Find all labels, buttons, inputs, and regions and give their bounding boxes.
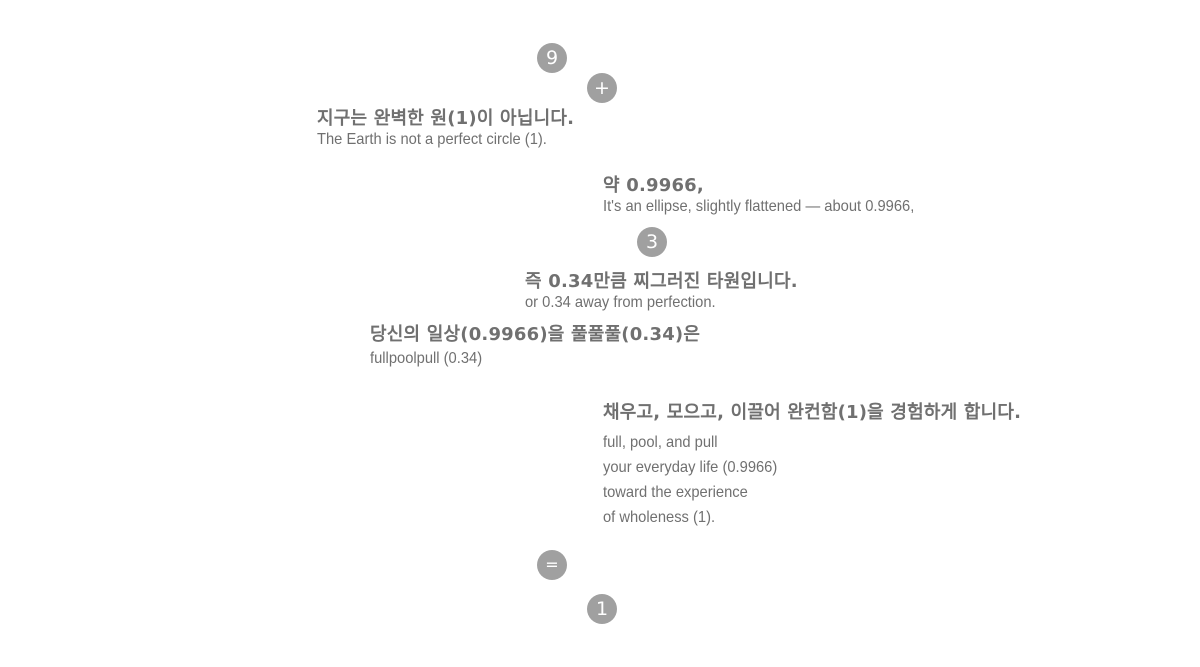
equals-badge: =	[537, 550, 567, 580]
korean-line: 약 0.9966,	[603, 175, 704, 196]
english-line: It's an ellipse, slightly flattened — ab…	[603, 198, 915, 215]
english-line: or 0.34 away from perfection.	[525, 294, 716, 311]
english-line: The Earth is not a perfect circle (1).	[317, 131, 547, 148]
english-line: toward the experience	[603, 484, 748, 501]
plus-badge: +	[587, 73, 617, 103]
number-three-badge: 3	[637, 227, 667, 257]
text-block-wholeness: 채우고, 모으고, 이끌어 완컨함(1)을 경험하게 합니다. full, po…	[603, 402, 1021, 530]
text-block-earth-circle: 지구는 완벽한 원(1)이 아닙니다. The Earth is not a p…	[317, 108, 574, 150]
korean-line: 지구는 완벽한 원(1)이 아닙니다.	[317, 108, 575, 129]
english-line: full, pool, and pull	[603, 434, 718, 451]
number-one-badge: 1	[587, 594, 617, 624]
number-nine-badge: 9	[537, 43, 567, 73]
english-line: of wholeness (1).	[603, 509, 716, 526]
text-block-flattened: 즉 0.34만큼 찌그러진 타원입니다. or 0.34 away from p…	[525, 271, 798, 313]
english-line: your everyday life (0.9966)	[603, 459, 778, 476]
korean-line: 즉 0.34만큼 찌그러진 타원입니다.	[525, 271, 798, 292]
text-block-ellipse: 약 0.9966, It's an ellipse, slightly flat…	[603, 175, 941, 217]
text-block-fullpoolpull: 당신의 일상(0.9966)을 풀풀풀(0.34)은 fullpoolpull …	[370, 324, 700, 369]
korean-line: 당신의 일상(0.9966)을 풀풀풀(0.34)은	[370, 324, 701, 345]
korean-line: 채우고, 모으고, 이끌어 완컨함(1)을 경험하게 합니다.	[603, 402, 1022, 423]
english-line: fullpoolpull (0.34)	[370, 350, 483, 367]
